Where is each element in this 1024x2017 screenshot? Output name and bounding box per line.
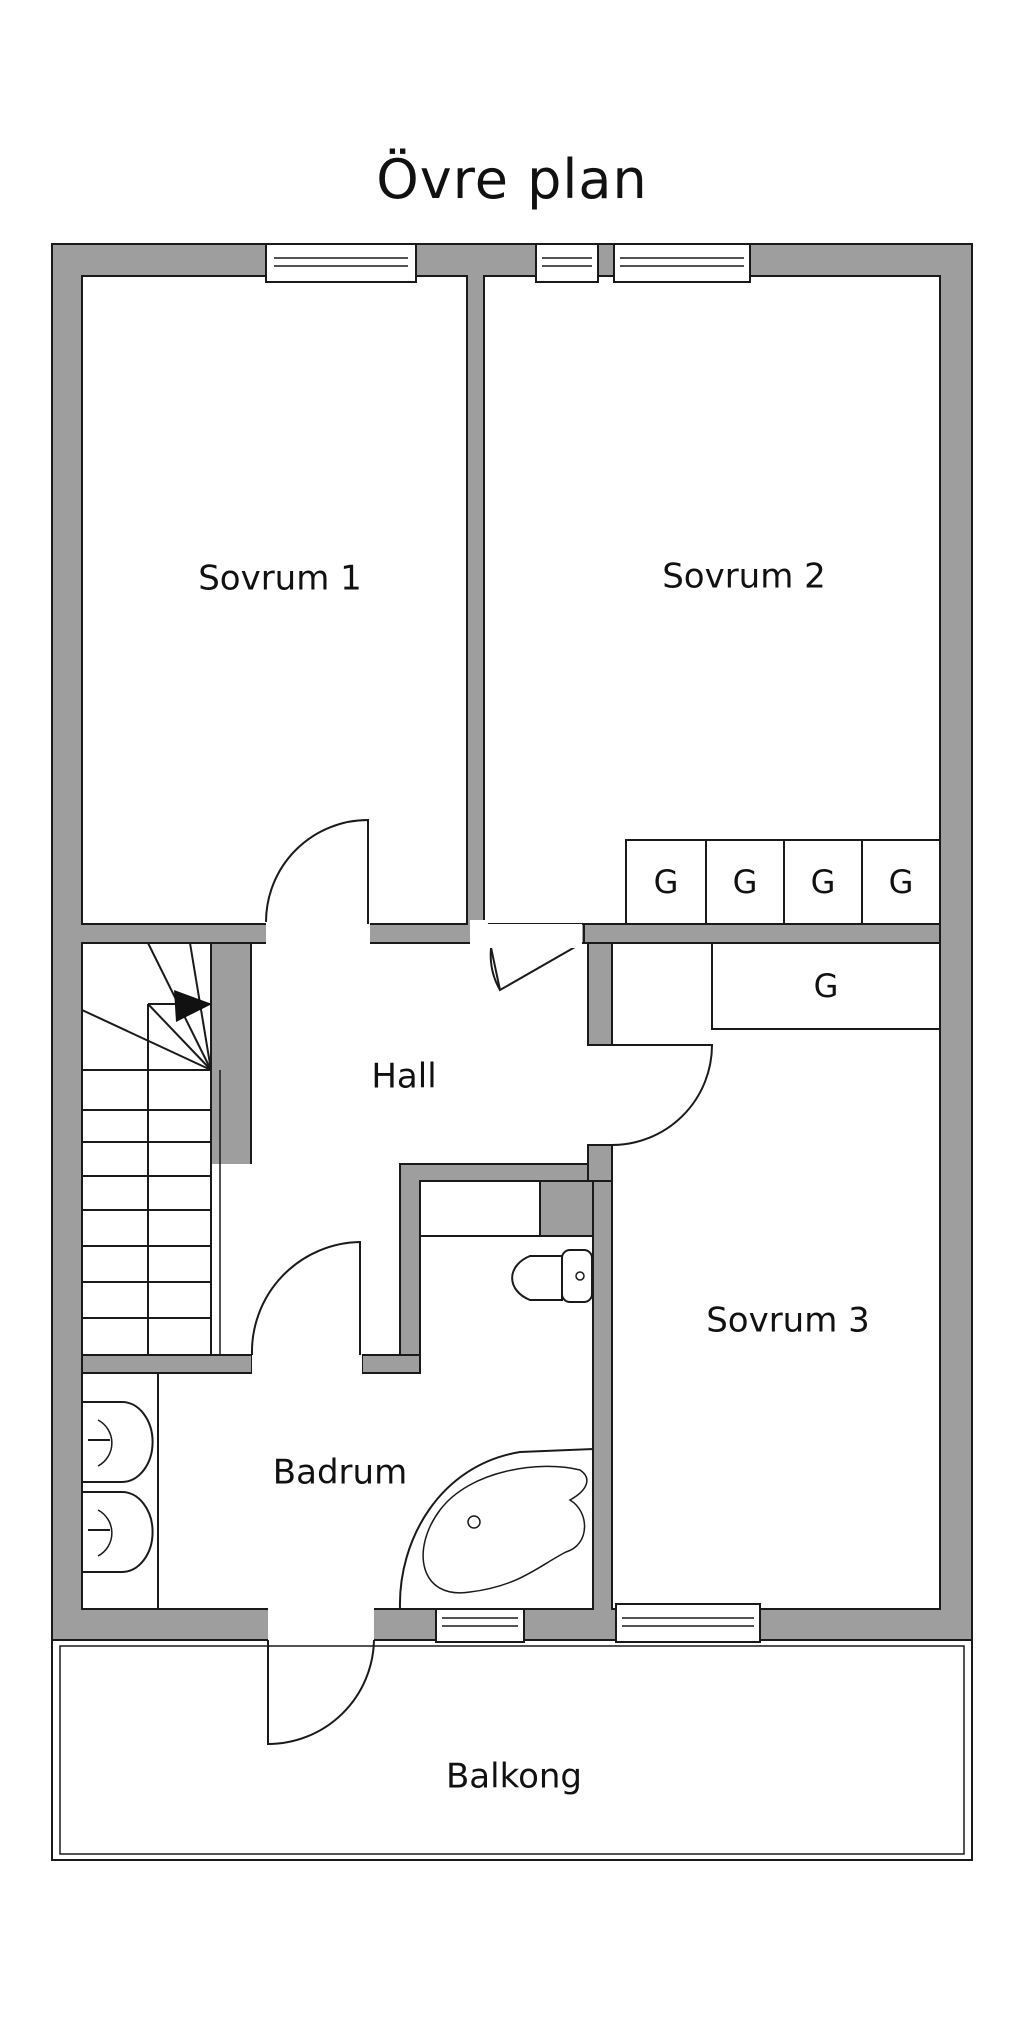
plan-title: Övre plan — [376, 148, 648, 211]
label-sovrum-1: Sovrum 1 — [198, 559, 362, 599]
label-sovrum-2: Sovrum 2 — [662, 557, 826, 597]
door-badrum — [250, 1240, 361, 1356]
wardrobe-label: G — [889, 863, 914, 901]
window-sovrum-3 — [615, 1603, 761, 1643]
wardrobe-label: G — [814, 967, 839, 1005]
wardrobe-label: G — [811, 863, 836, 901]
door-balkong — [267, 1639, 375, 1746]
label-balkong: Balkong — [446, 1757, 582, 1797]
label-hall: Hall — [371, 1057, 436, 1097]
sink-counter — [81, 1373, 159, 1609]
window-small — [535, 243, 599, 283]
room-sovrum-2 — [483, 275, 941, 925]
wardrobe-row-sovrum-2: G G G G — [625, 839, 941, 925]
window-badrum — [435, 1603, 525, 1643]
door-sovrum-1 — [265, 818, 369, 924]
staircase — [81, 942, 221, 1355]
window-sovrum-1 — [265, 243, 417, 283]
room-sovrum-3 — [611, 942, 941, 1610]
wardrobe-label: G — [733, 863, 758, 901]
wardrobe-sovrum-3: G — [711, 942, 941, 1030]
wardrobe-label: G — [654, 863, 679, 901]
toilet — [511, 1249, 593, 1303]
bath-cabinet — [419, 1180, 541, 1237]
stair-direction-arrow — [174, 990, 212, 1022]
wall-stair-bath — [81, 1354, 253, 1374]
window-sovrum-2 — [613, 243, 751, 283]
door-sovrum-3 — [611, 1044, 714, 1146]
corner-bathtub — [398, 1447, 594, 1610]
label-sovrum-3: Sovrum 3 — [706, 1301, 870, 1341]
room-balkong — [51, 1639, 973, 1861]
label-badrum: Badrum — [273, 1453, 407, 1493]
room-sovrum-1 — [81, 275, 468, 925]
